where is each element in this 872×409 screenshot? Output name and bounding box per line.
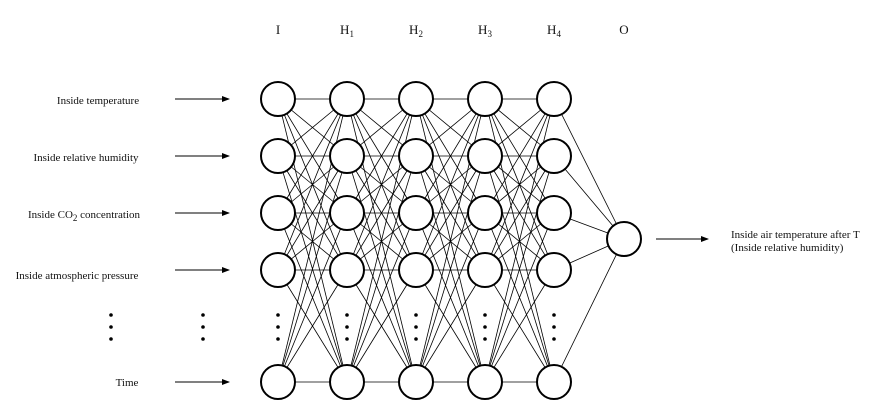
output-label: Inside air temperature after T (Inside r… (731, 229, 860, 254)
connection-lines (277, 98, 625, 383)
connection-line (484, 155, 555, 383)
neuron-node (260, 252, 296, 288)
neuron-node (398, 195, 434, 231)
ellipsis-dot (414, 325, 418, 329)
connection-line (346, 155, 417, 271)
neuron-node (329, 195, 365, 231)
neuron-node (398, 138, 434, 174)
connection-line (346, 212, 417, 383)
ellipsis-dot (345, 313, 349, 317)
neuron-node (260, 138, 296, 174)
output-label-line1: Inside air temperature after T (731, 229, 860, 241)
connection-line (277, 212, 348, 383)
input-output-arrows (175, 96, 709, 385)
neuron-node (260, 364, 296, 400)
ellipsis-dot (552, 337, 556, 341)
connection-line (415, 155, 486, 271)
connection-line (346, 155, 417, 383)
connection-line (415, 98, 486, 214)
input-label-temperature: Inside temperature (57, 95, 139, 107)
output-label-line2: (Inside relative humidity) (731, 242, 844, 254)
layer-header-h4: H4 (547, 22, 561, 39)
neuron-node (398, 252, 434, 288)
connection-line (415, 212, 486, 383)
neuron-node (398, 364, 434, 400)
neuron-node (467, 252, 503, 288)
neuron-node (536, 81, 572, 117)
connection-line (553, 238, 625, 383)
connection-line (346, 98, 417, 271)
ellipsis-dot (483, 325, 487, 329)
connection-line (484, 269, 555, 383)
ellipsis-dot (414, 337, 418, 341)
ellipsis-dot (483, 337, 487, 341)
ellipsis-dot (276, 313, 280, 317)
neuron-node (329, 81, 365, 117)
input-labels: Inside temperature Inside relative humid… (16, 95, 141, 389)
neuron-node (536, 364, 572, 400)
connection-line (277, 98, 348, 214)
layer-header-input: I (276, 22, 280, 37)
ellipsis-dots (109, 313, 556, 341)
ellipsis-dot (345, 325, 349, 329)
layer-headers: I H1 H2 H3 H4 O (276, 22, 629, 39)
ellipsis-dot (483, 313, 487, 317)
ellipsis-dot (276, 325, 280, 329)
ellipsis-dot (345, 337, 349, 341)
neuron-node (467, 195, 503, 231)
connection-line (346, 98, 417, 214)
layer-header-h3: H3 (478, 22, 492, 39)
connection-line (484, 98, 555, 214)
neuron-node (536, 252, 572, 288)
connection-line (277, 155, 348, 271)
neuron-node (329, 364, 365, 400)
ellipsis-dot (201, 337, 205, 341)
connection-line (484, 212, 555, 383)
input-label-time: Time (116, 377, 139, 389)
connection-line (553, 98, 625, 240)
ellipsis-dot (109, 337, 113, 341)
layer-header-h2: H2 (409, 22, 423, 39)
connection-line (415, 98, 486, 271)
layer-header-h1: H1 (340, 22, 354, 39)
ellipsis-dot (109, 313, 113, 317)
connection-line (415, 155, 486, 383)
connection-line (277, 269, 348, 383)
connection-line (346, 269, 417, 383)
layer-header-output: O (619, 22, 628, 37)
ellipsis-dot (201, 313, 205, 317)
connection-line (415, 269, 486, 383)
ellipsis-dot (552, 325, 556, 329)
neuron-node (329, 252, 365, 288)
neuron-node (398, 81, 434, 117)
ellipsis-dot (552, 313, 556, 317)
connection-line (484, 98, 555, 271)
neuron-node (467, 364, 503, 400)
neuron-node (467, 81, 503, 117)
neuron-nodes (260, 81, 642, 400)
input-label-humidity: Inside relative humidity (33, 152, 139, 164)
ellipsis-dot (201, 325, 205, 329)
neuron-node (329, 138, 365, 174)
ellipsis-dot (276, 337, 280, 341)
output-neuron-node (606, 221, 642, 257)
connection-line (553, 155, 625, 240)
neuron-node (467, 138, 503, 174)
input-label-co2: Inside CO2 concentration (28, 209, 141, 223)
neuron-node (260, 195, 296, 231)
input-label-pressure: Inside atmospheric pressure (16, 270, 139, 282)
ellipsis-dot (109, 325, 113, 329)
connection-line (277, 98, 348, 271)
neuron-node (536, 195, 572, 231)
ellipsis-dot (414, 313, 418, 317)
neuron-node (260, 81, 296, 117)
connection-line (277, 155, 348, 383)
connection-line (484, 155, 555, 271)
neuron-node (536, 138, 572, 174)
